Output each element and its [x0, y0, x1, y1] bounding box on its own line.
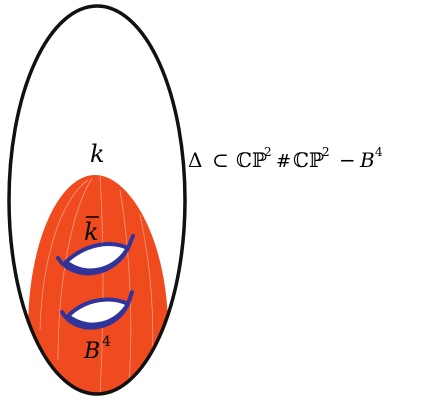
lower-handle-arc [60, 290, 134, 330]
ambient-delta: Δ [188, 148, 202, 172]
label-b4: B 4 [83, 334, 111, 364]
ambient-ellipse [7, 4, 187, 396]
surface-shading [39, 175, 154, 394]
surface-region [28, 175, 168, 394]
ambient-connect-sum: # [276, 151, 291, 172]
surface-fill [28, 175, 168, 394]
ambient-subset: ⊂ [212, 148, 229, 172]
ambient-cp-first: ℂℙ [236, 148, 267, 172]
lower-handle [60, 290, 134, 330]
upper-handle-arc [56, 234, 135, 276]
label-k: k [90, 140, 105, 168]
upper-handle [56, 234, 135, 276]
ambient-sq-second: 2 [322, 145, 330, 159]
label-b4-exp: 4 [102, 334, 111, 350]
ambient-label: Δ ⊂ ℂℙ 2 # ℂℙ 2 − B 4 [188, 145, 383, 172]
ambient-b-base: B [359, 148, 375, 172]
ambient-minus: − [339, 148, 356, 172]
ambient-b-exp: 4 [375, 145, 383, 159]
ambient-cp-second: ℂℙ [293, 148, 324, 172]
label-b4-base: B [83, 339, 100, 364]
label-k-bar: k [84, 216, 99, 246]
ambient-sq-first: 2 [264, 145, 272, 159]
label-k-bar-text: k [84, 218, 99, 246]
